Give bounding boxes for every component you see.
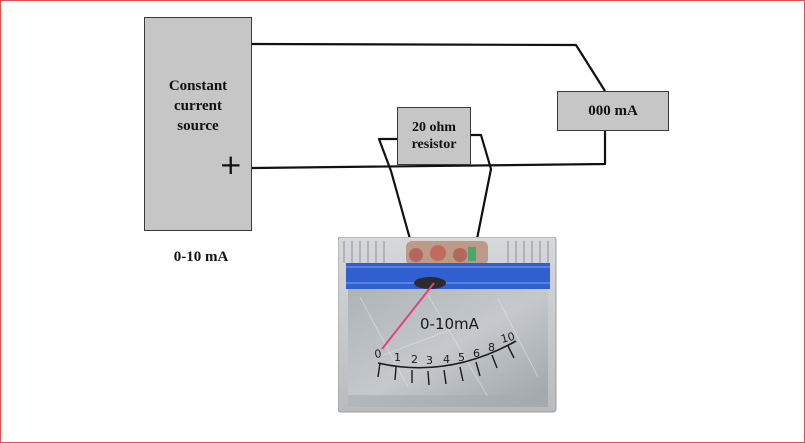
meter-scale-arc	[377, 340, 517, 369]
resistor-label-line-2: resistor	[411, 137, 457, 152]
meter-lead-left	[377, 137, 412, 240]
scale-label-5: 5	[458, 351, 465, 364]
meter-lead-right	[471, 133, 493, 240]
meter-needle	[381, 282, 435, 350]
meter-dial-label: 0-10mA	[420, 315, 480, 333]
resistor-box: 20 ohm resistor	[397, 107, 471, 165]
source-label-line-1: Constant	[168, 78, 228, 94]
wire-top	[251, 42, 606, 92]
wire-bottom	[251, 131, 607, 170]
plus-terminal: +	[219, 148, 243, 181]
ammeter-label: 000 mA	[588, 102, 638, 119]
scale-label-10: 10	[499, 330, 516, 346]
scale-label-2: 2	[411, 353, 418, 366]
scale-label-1: 1	[394, 351, 401, 364]
digital-ammeter: 000 mA	[557, 91, 669, 131]
resistor-label-line-1: 20 ohm	[412, 120, 456, 135]
scale-label-6: 6	[473, 347, 480, 360]
meter-mechanism	[406, 241, 488, 265]
scale-label-4: 4	[443, 353, 450, 366]
source-label-line-3: source	[177, 118, 219, 134]
meter-top-fins	[343, 241, 549, 263]
scale-label-0: 0	[374, 347, 383, 361]
scale-label-8: 8	[488, 341, 495, 354]
meter-scale-ticks	[377, 345, 515, 386]
constant-current-source: Constant current source	[144, 17, 252, 231]
meter-face	[348, 289, 548, 407]
analog-meter: 0-10mA 0 1 2 3 4 5 6 8 10	[338, 237, 557, 413]
source-label-line-2: current	[173, 98, 223, 114]
scale-label-3: 3	[426, 354, 433, 367]
source-range-label: 0-10 mA	[173, 249, 229, 265]
